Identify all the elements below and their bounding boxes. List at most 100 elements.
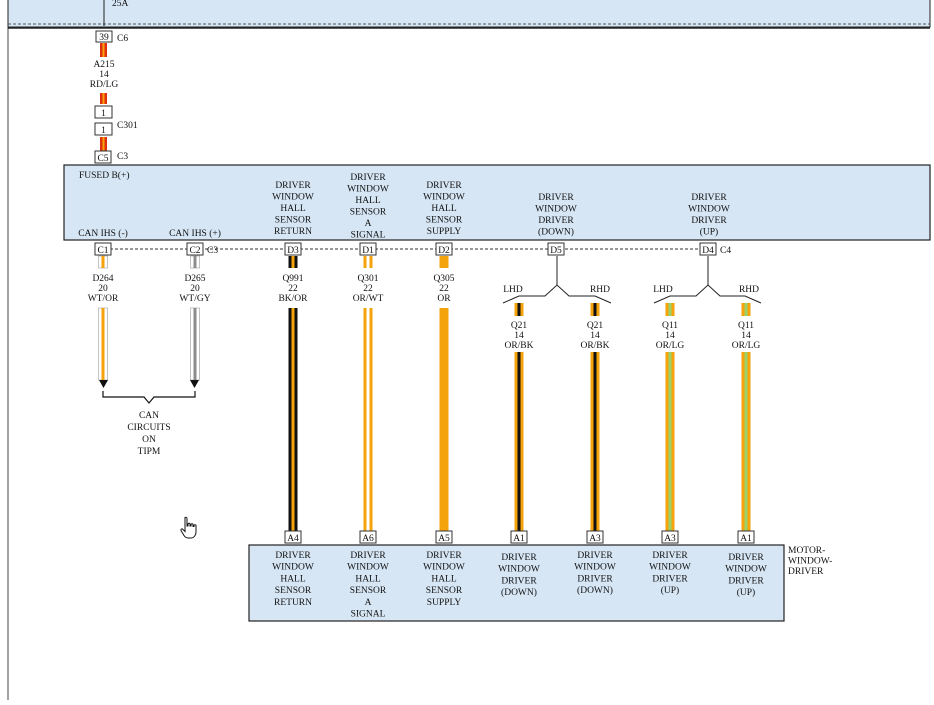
- c301-pin-lower-label: 1: [101, 126, 106, 136]
- module-func-0-line-3: SENSOR: [275, 216, 312, 226]
- motor-func-5-line-1: WINDOW: [649, 563, 691, 573]
- module-func-2-line-3: SENSOR: [426, 216, 463, 226]
- can-note-line-1: CIRCUITS: [127, 423, 170, 433]
- can-ihs-plus-label: CAN IHS (+): [169, 228, 221, 239]
- module-func-4-line-2: DRIVER: [691, 216, 727, 226]
- motor-func-3-line-0: DRIVER: [501, 553, 537, 563]
- module-pin-c2: C2: [189, 246, 200, 256]
- motor-func-0-line-0: DRIVER: [275, 551, 311, 561]
- wire-color-3: OR/WT: [353, 294, 384, 304]
- feed-wire-segment-1: [100, 43, 107, 57]
- motor-func-3-line-2: DRIVER: [501, 576, 537, 586]
- motor-box: [248, 544, 785, 622]
- motor-func-4-line-1: WINDOW: [574, 563, 616, 573]
- motor-func-1-line-1: WINDOW: [347, 563, 389, 573]
- wire-circuit-8: Q11: [738, 321, 754, 331]
- module-pin-box-c2: [186, 242, 204, 256]
- arrow-d265: [190, 380, 199, 388]
- motor-pin-a5-2: A5: [438, 534, 450, 544]
- motor-func-4-line-0: DRIVER: [577, 551, 613, 561]
- module-func-3-line-2: DRIVER: [538, 216, 574, 226]
- motor-pin-a4-0: A4: [287, 534, 299, 544]
- can-ihs-minus-label: CAN IHS (-): [78, 228, 128, 239]
- motor-func-1-line-3: SENSOR: [350, 586, 387, 596]
- wires: D26420WT/ORD26520WT/GYQ99122BK/ORQ30122O…: [88, 255, 760, 531]
- motor-pin-a3-5: A3: [664, 534, 676, 544]
- wire-gauge-1: 20: [190, 284, 200, 294]
- module-pin-box-d3: [284, 242, 302, 256]
- motor-func-0-line-2: HALL: [280, 574, 306, 584]
- module-pin-box-d1: [359, 242, 377, 256]
- motor-func-6-line-3: (UP): [737, 587, 755, 598]
- branch-lhd-up: LHD: [653, 285, 673, 295]
- wire-circuit-3: Q301: [357, 274, 378, 284]
- module-func-3-line-0: DRIVER: [538, 193, 574, 203]
- pin-39-label: 39: [99, 33, 109, 43]
- feed-wire-circuit: A215: [93, 60, 114, 70]
- module-func-1-line-0: DRIVER: [350, 173, 386, 183]
- motor-func-2-line-0: DRIVER: [426, 551, 462, 561]
- fuse-rating: 25A: [112, 0, 129, 9]
- motor-func-0-line-1: WINDOW: [272, 563, 314, 573]
- motor-pin-box-5: [661, 530, 679, 544]
- wire-circuit-1: D265: [184, 274, 205, 284]
- wire-color-5: OR/BK: [504, 341, 533, 351]
- module-func-0-line-2: HALL: [280, 204, 306, 214]
- wire-color-6: OR/BK: [580, 341, 609, 351]
- pin-39: [95, 30, 113, 43]
- splice-up: [653, 256, 762, 304]
- motor-func-2-line-2: HALL: [431, 574, 457, 584]
- can-note-line-0: CAN: [139, 411, 159, 421]
- feed-wire-segment-3: [100, 137, 107, 151]
- branch-lhd-down: LHD: [503, 285, 523, 295]
- motor-pin-a1-3: A1: [513, 534, 525, 544]
- branch-rhd-up: RHD: [739, 285, 759, 295]
- connector-c3-label: C3: [117, 152, 128, 162]
- pin-c5: [94, 150, 112, 164]
- motor-pin-a3-4: A3: [589, 534, 601, 544]
- motor-pin-a1-6: A1: [740, 534, 752, 544]
- motor-name-line-0: MOTOR-: [788, 546, 825, 556]
- can-bracket: [102, 391, 196, 404]
- module-func-0-line-4: RETURN: [274, 227, 312, 237]
- motor-func-2-line-3: SENSOR: [426, 586, 463, 596]
- wire-color-0: WT/OR: [88, 294, 119, 304]
- module-pin-box-d4: [699, 242, 717, 256]
- motor-func-5-line-2: DRIVER: [652, 574, 688, 584]
- motor-pins: A4 A6 A5 A1 A3 A3 A1: [284, 530, 755, 544]
- wire-gauge-2: 22: [288, 284, 298, 294]
- fuse-box-top: [7, 0, 931, 28]
- module-pin-d5: D5: [550, 246, 562, 256]
- module-pin-d3: D3: [287, 246, 299, 256]
- feed-wire-gauge: 14: [99, 70, 109, 80]
- motor-pin-a6-1: A6: [362, 534, 374, 544]
- wire-color-2: BK/OR: [278, 294, 308, 304]
- pin-c5-label: C5: [97, 154, 108, 164]
- module-pin-d4: D4: [702, 246, 714, 256]
- feed-wire-segment-2: [100, 93, 107, 104]
- motor-func-0-line-4: RETURN: [274, 598, 312, 608]
- motor-func-4-line-3: (DOWN): [577, 585, 613, 596]
- module-pin-d1: D1: [362, 246, 374, 256]
- module-func-3-line-3: (DOWN): [538, 227, 574, 238]
- wire-gauge-4: 22: [439, 284, 449, 294]
- wire-gauge-6: 14: [590, 331, 600, 341]
- motor-func-3-line-3: (DOWN): [501, 587, 537, 598]
- c301-pin-upper-label: 1: [101, 109, 106, 119]
- module-func-4-line-0: DRIVER: [691, 193, 727, 203]
- wire-gauge-3: 22: [363, 284, 373, 294]
- module-func-2-line-0: DRIVER: [426, 181, 462, 191]
- motor-func-0-line-3: SENSOR: [275, 586, 312, 596]
- module-func-2-line-2: HALL: [431, 204, 457, 214]
